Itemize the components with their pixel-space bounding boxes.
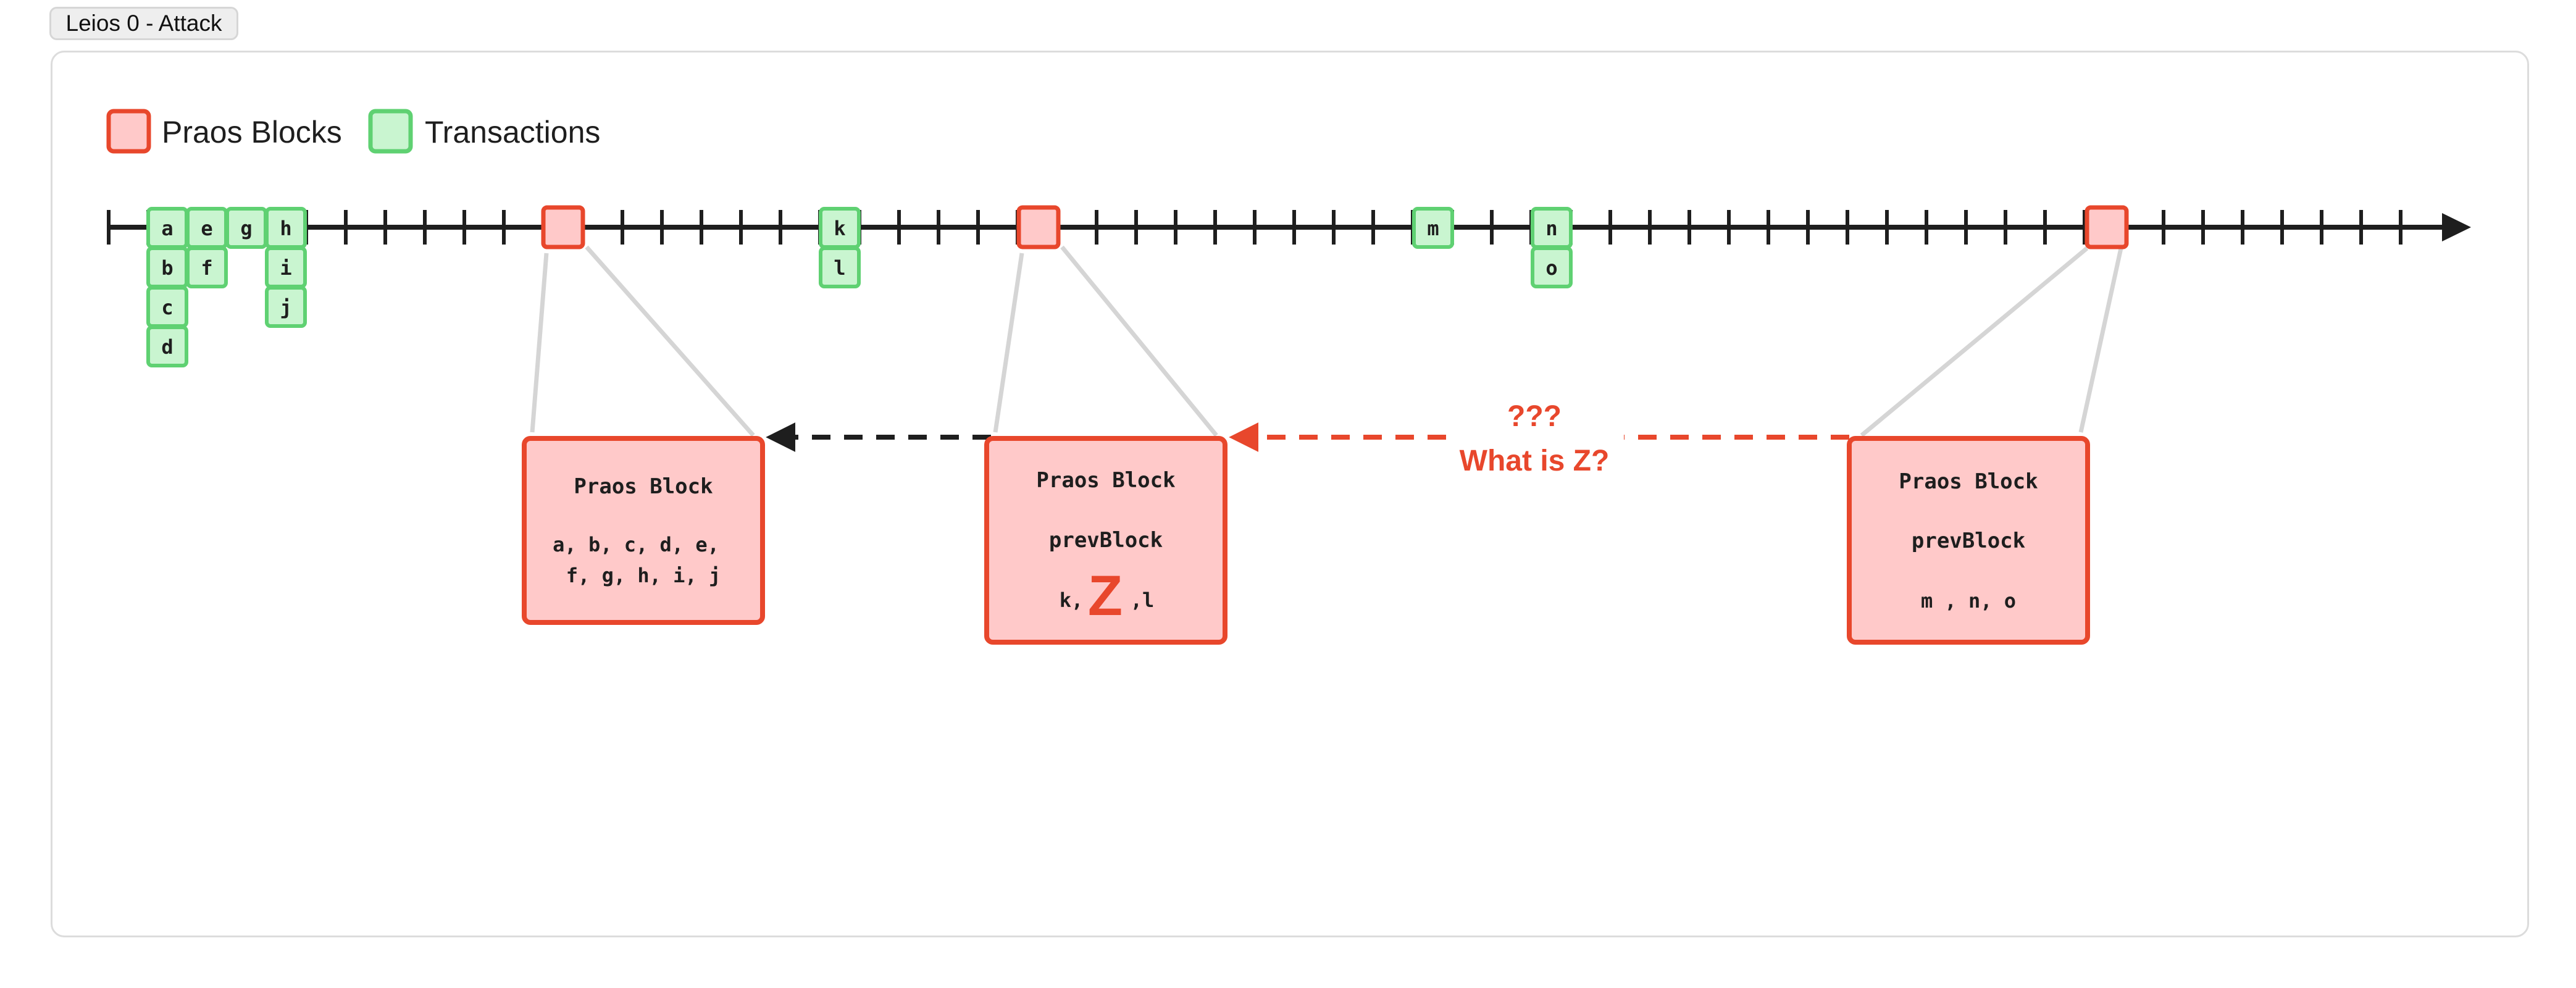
svg-text:f: f [201,256,212,280]
praos-block-3-prev: prevBlock [1912,529,2025,553]
svg-text:b: b [161,256,173,280]
legend: Praos Blocks Transactions [106,109,600,154]
legend-praos-swatch [106,109,151,154]
svg-text:m: m [1427,217,1439,240]
praos-block-box-2 [984,436,1227,645]
connector-block2-left [993,253,1024,433]
connector-block2-right [1060,245,1218,437]
svg-text:a: a [161,217,173,240]
legend-tx-label: Transactions [425,115,600,149]
tx-h: h [265,207,307,249]
svg-text:k: k [834,217,845,240]
connector-block1-right [585,245,755,437]
tx-o: o [1531,246,1573,288]
praos-block-1-tx-line2: f, g, h, i, j [566,564,721,587]
timeline-praos-blocks [541,205,2129,249]
connectors [530,245,2123,437]
legend-praos-label: Praos Blocks [162,115,342,149]
praos-block-box-1 [522,436,765,625]
tx-e: e [186,207,228,249]
tx-c: c [146,286,188,328]
praos-block-2-prev: prevBlock [1049,528,1163,553]
praos-block-3-title: Praos Block [1899,469,2038,494]
praos-block-2-tx-before: k, [1060,588,1084,612]
timeline-arrowhead [2442,213,2471,241]
svg-text:c: c [161,296,173,319]
svg-text:h: h [280,217,291,240]
praos-block-detail-3: Praos Block prevBlock m , n, o [1847,436,2090,645]
svg-text:d: d [161,335,173,359]
tx-g: g [225,207,267,249]
praos-block-1-title: Praos Block [574,474,713,499]
connector-block1-left [530,253,549,433]
timeline-praos-block-3 [2085,205,2129,249]
tx-d: d [146,325,188,367]
connector-block3-right [2078,248,2123,433]
tx-l: l [819,246,861,288]
svg-text:i: i [280,256,291,280]
connector-block3-left [1860,246,2089,437]
timeline-praos-block-1 [541,205,585,249]
tx-n: n [1531,207,1573,249]
tx-k: k [819,207,861,249]
svg-text:j: j [280,296,291,319]
frame-title-tab[interactable]: Leios 0 - Attack [49,7,238,40]
praos-block-box-3 [1847,436,2090,645]
tx-j: j [265,286,307,328]
diagram-frame [51,51,2529,937]
tx-f: f [186,246,228,288]
tx-b: b [146,246,188,288]
praos-block-2-tx-after: ,l [1131,588,1155,612]
svg-text:n: n [1545,217,1557,240]
annotation-question-marks: ??? [1507,400,1562,433]
praos-block-detail-1: Praos Block a, b, c, d, e, f, g, h, i, j [522,436,765,625]
tx-i: i [265,246,307,288]
svg-text:o: o [1545,256,1557,280]
svg-text:g: g [240,217,252,240]
tx-m: m [1412,207,1454,249]
svg-text:e: e [201,217,212,240]
praos-block-2-tx-z: Z [1088,564,1123,627]
praos-block-3-txs: m , n, o [1921,589,2016,613]
praos-block-2-title: Praos Block [1036,468,1175,493]
annotation: ??? What is Z? [1460,400,1610,477]
legend-tx-swatch [368,109,413,154]
tx-a: a [146,207,188,249]
timeline-praos-block-2 [1016,205,1061,249]
praos-block-detail-2: Praos Block prevBlock k, Z ,l [984,436,1227,645]
praos-block-1-tx-line1: a, b, c, d, e, [553,533,719,556]
svg-text:l: l [834,256,845,280]
annotation-what-is-z: What is Z? [1460,445,1610,477]
transactions: a b c d e f g h i j k l m n o [146,207,1573,367]
